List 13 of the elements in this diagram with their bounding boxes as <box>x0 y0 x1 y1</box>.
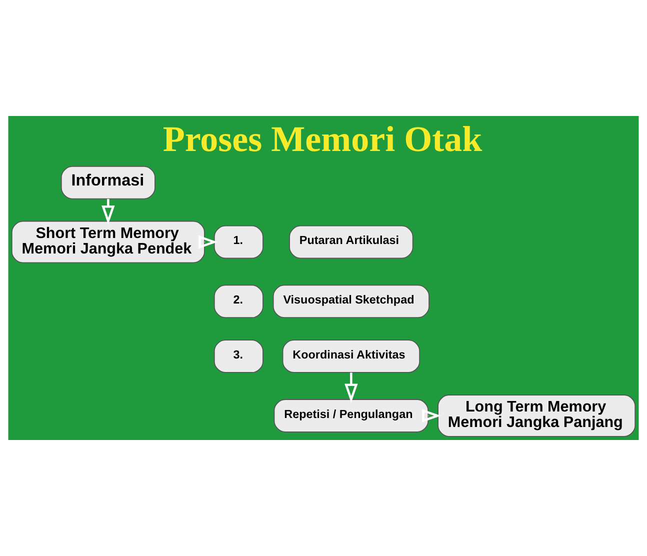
node-box: 1. <box>214 225 264 259</box>
arrow <box>344 372 358 403</box>
node-box: 3. <box>214 340 264 373</box>
arrow <box>102 198 115 224</box>
arrow <box>198 235 218 249</box>
node-box: Visuospatial Sketchpad <box>272 284 430 318</box>
node-box: Putaran Artikulasi <box>289 225 414 259</box>
diagram-title: Proses Memori Otak <box>162 119 482 160</box>
node-box: 2. <box>214 284 264 318</box>
node-box: Informasi <box>60 166 156 200</box>
node-box: Long Term Memory Memori Jangka Panjang <box>438 394 636 437</box>
arrow <box>422 409 442 422</box>
node-box: Koordinasi Aktivitas <box>282 340 420 373</box>
